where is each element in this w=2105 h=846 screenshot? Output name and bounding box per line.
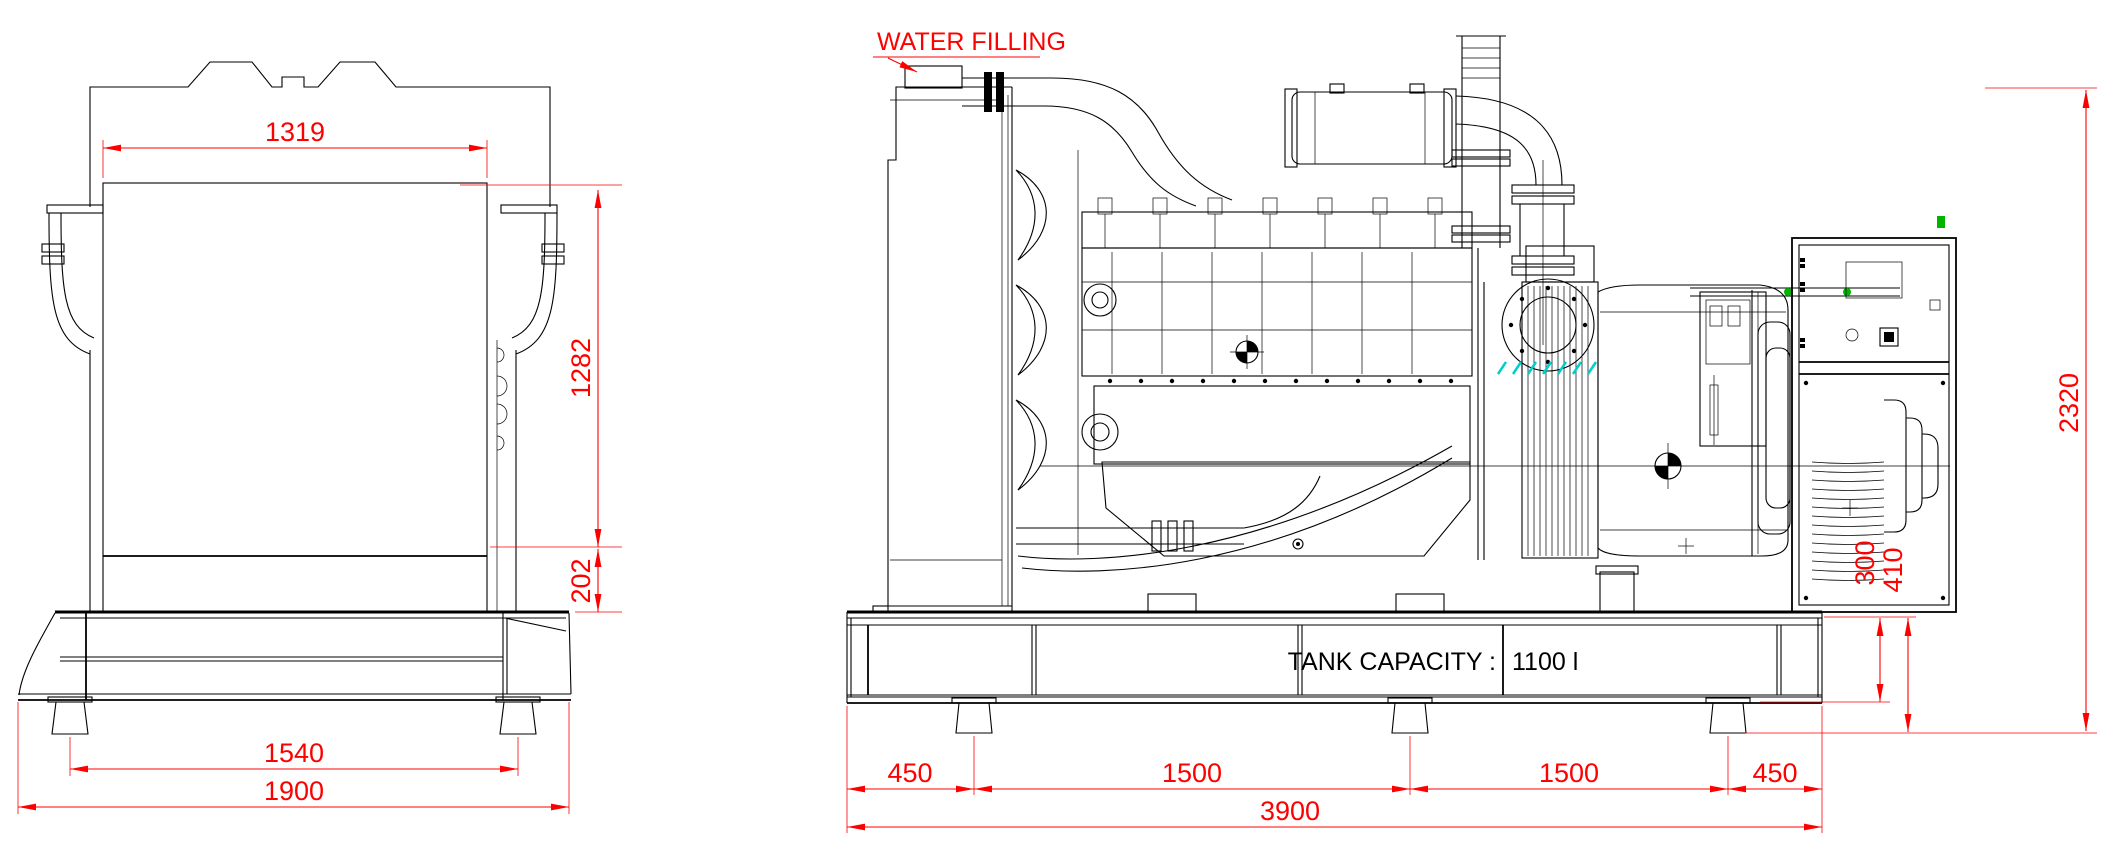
engine-cg-symbol xyxy=(1230,335,1264,369)
front-foot-left xyxy=(51,701,89,735)
side-foot-2 xyxy=(1391,702,1429,734)
cylinder-block xyxy=(1081,247,1473,377)
dim-side-overall-length: 3900 xyxy=(1260,796,1320,826)
engine-mount-right xyxy=(1395,593,1445,613)
side-base-frame: TANK CAPACITY : 1100 l xyxy=(846,610,1823,704)
green-marker-dot xyxy=(1784,288,1792,296)
centroid-symbol xyxy=(1654,443,1682,489)
side-centerlines xyxy=(1040,335,1950,554)
tank-capacity-value: 1100 l xyxy=(1512,648,1578,676)
cyan-joint-marks xyxy=(1496,361,1598,375)
side-view: TANK CAPACITY : 1100 l WATER FILLING 232… xyxy=(846,28,2097,833)
dim-side-frame-foot-height: 410 xyxy=(1878,547,1908,592)
green-marker-tab xyxy=(1937,216,1945,228)
front-canopy-outline xyxy=(41,61,565,612)
front-feet xyxy=(47,696,541,735)
injector-fittings xyxy=(1097,197,1443,248)
front-right-flange xyxy=(500,204,558,214)
dim-front-overall-width: 1900 xyxy=(264,776,324,806)
side-control-cabinet xyxy=(1791,216,1957,613)
side-radiator-duct xyxy=(872,65,1079,613)
fan-cowl-bell xyxy=(1884,399,1939,533)
side-lower-hoses xyxy=(1016,445,1453,572)
dim-front-core-height: 1282 xyxy=(566,338,596,398)
front-dimensions: 1319 1282 202 1540 1900 xyxy=(17,117,622,814)
side-turbocharger xyxy=(1501,278,1595,372)
front-view: 1319 1282 202 1540 1900 xyxy=(17,61,622,814)
front-radiator-core xyxy=(102,182,488,557)
alternator-support xyxy=(1599,571,1635,613)
front-base-frame xyxy=(18,610,572,701)
dim-side-foot-span-a: 1500 xyxy=(1162,758,1222,788)
dim-side-left-foot-offset: 450 xyxy=(887,758,932,788)
engine-mount-left xyxy=(1147,593,1197,613)
side-air-cleaner xyxy=(1284,83,1575,345)
oil-pan xyxy=(1101,461,1471,557)
side-bell-housing xyxy=(1496,245,1599,559)
crank-damper xyxy=(1081,413,1119,451)
dim-front-core-width: 1319 xyxy=(265,117,325,147)
dim-side-overall-height: 2320 xyxy=(2054,373,2084,433)
intake-manifold xyxy=(1081,211,1473,249)
crankcase xyxy=(1093,385,1471,465)
cabinet-louver-vent xyxy=(1811,461,1885,581)
cabinet-display-window xyxy=(1845,261,1903,299)
green-marker-dot xyxy=(1843,288,1851,296)
water-filler-cap xyxy=(904,65,963,89)
side-upper-hoses xyxy=(962,72,1233,207)
side-engine-block xyxy=(1081,197,1485,613)
terminal-box xyxy=(1699,291,1767,447)
side-dimensions: 2320 300 410 450 1500 1500 450 3900 xyxy=(846,87,2097,833)
side-alternator xyxy=(1595,284,1900,613)
water-filling-text: WATER FILLING xyxy=(877,28,1066,56)
side-foot-3 xyxy=(1709,702,1747,734)
dim-front-lower-height: 202 xyxy=(566,558,596,603)
dim-side-right-foot-offset: 450 xyxy=(1752,758,1797,788)
dim-front-feet-spacing: 1540 xyxy=(264,738,324,768)
side-exhaust-riser xyxy=(1451,35,1511,248)
dim-side-foot-span-b: 1500 xyxy=(1539,758,1599,788)
front-foot-right xyxy=(499,701,537,735)
front-left-flange xyxy=(46,204,104,214)
side-foot-1 xyxy=(955,702,993,734)
water-filling-label: WATER FILLING xyxy=(873,28,1066,73)
fan-blades xyxy=(1015,150,1079,555)
tank-capacity-label: TANK CAPACITY : xyxy=(1288,648,1496,676)
dim-side-frame-height: 300 xyxy=(1850,540,1880,585)
